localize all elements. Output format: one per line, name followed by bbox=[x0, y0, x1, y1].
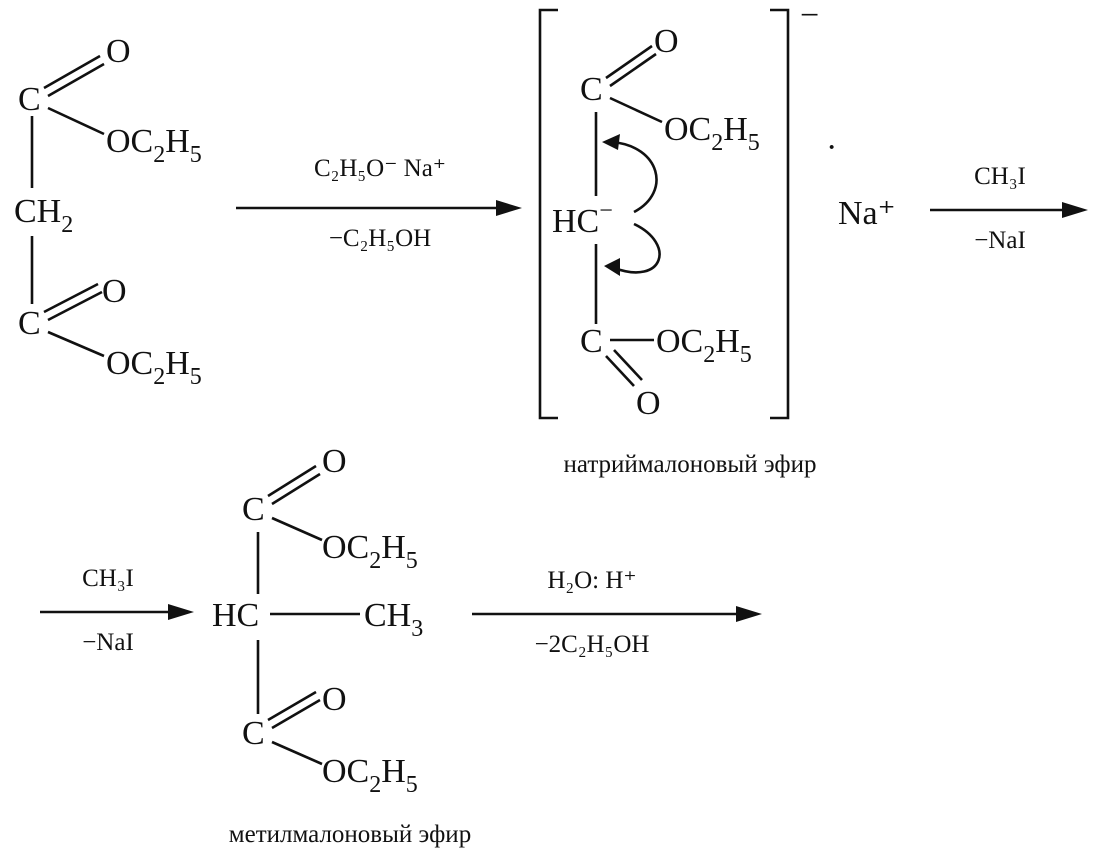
reaction-arrow-1: C₂H₅O⁻ Na⁺ −C₂H₅OH bbox=[236, 155, 522, 252]
arrow-head bbox=[168, 604, 194, 620]
double-bond bbox=[47, 62, 105, 98]
methylmalonic-ester: C O OC2H5 HC CH3 C O OC2H5 метилмалоновы… bbox=[212, 443, 471, 848]
double-bond bbox=[47, 290, 103, 322]
ethoxy-group: OC2H5 bbox=[322, 753, 418, 798]
curved-arrow-head bbox=[602, 134, 620, 150]
arrow-head bbox=[496, 200, 522, 216]
double-bond bbox=[605, 355, 635, 387]
double-bond bbox=[271, 472, 321, 506]
carbanion-center: HC− bbox=[552, 198, 613, 240]
double-bond bbox=[43, 54, 101, 90]
sodiomalonic-ester-anion: − C O OC2H5 HC− C OC2H5 O · Na⁺ натрийма… bbox=[538, 0, 896, 478]
reagent-label: CH₃I bbox=[974, 163, 1026, 190]
byproduct-label: −NaI bbox=[974, 227, 1026, 254]
atom-oxygen: O bbox=[322, 681, 347, 718]
ethoxy-group: OC2H5 bbox=[664, 111, 760, 156]
atom-oxygen: O bbox=[322, 443, 347, 480]
double-bond bbox=[267, 690, 317, 722]
ethoxy-group: OC2H5 bbox=[106, 123, 202, 168]
atom-oxygen: O bbox=[654, 23, 679, 60]
reagent-label: CH₃I bbox=[82, 565, 134, 592]
atom-carbon: C bbox=[242, 715, 265, 752]
double-bond bbox=[613, 349, 643, 381]
diethyl-malonate: C O OC2H5 CH2 C O OC2H5 bbox=[14, 33, 202, 390]
atom-carbon: C bbox=[18, 81, 41, 118]
ethoxy-group: OC2H5 bbox=[322, 529, 418, 574]
methyl-substituent: CH3 bbox=[364, 597, 423, 642]
anion-caption: натриймалоновый эфир bbox=[563, 451, 816, 478]
atom-oxygen: O bbox=[106, 33, 131, 70]
curved-arrow-head bbox=[604, 258, 620, 276]
arrow-head bbox=[736, 606, 762, 622]
single-bond bbox=[47, 106, 105, 136]
reaction-arrow-3: CH₃I −NaI bbox=[40, 565, 194, 656]
resonance-curved-arrow bbox=[611, 140, 658, 214]
double-bond bbox=[267, 464, 317, 498]
methine-center: HC bbox=[212, 597, 259, 634]
anion-charge: − bbox=[800, 0, 819, 34]
atom-carbon: C bbox=[18, 305, 41, 342]
single-bond bbox=[271, 516, 323, 542]
left-bracket bbox=[538, 8, 558, 420]
separator-dot: · bbox=[826, 129, 837, 166]
double-bond bbox=[43, 282, 99, 314]
right-bracket bbox=[770, 8, 790, 420]
single-bond bbox=[271, 740, 323, 766]
ethoxy-group: OC2H5 bbox=[656, 323, 752, 368]
atom-carbon: C bbox=[580, 323, 603, 360]
product-caption: метилмалоновый эфир bbox=[229, 821, 471, 848]
atom-carbon: C bbox=[580, 71, 603, 108]
resonance-curved-arrow bbox=[613, 222, 661, 274]
arrow-head bbox=[1062, 202, 1088, 218]
single-bond bbox=[609, 96, 663, 124]
reagent-label: H₂O: H⁺ bbox=[547, 567, 636, 594]
atom-carbon: C bbox=[242, 491, 265, 528]
atom-oxygen: O bbox=[102, 273, 127, 310]
ethoxy-group: OC2H5 bbox=[106, 345, 202, 390]
byproduct-label: −NaI bbox=[82, 629, 134, 656]
reaction-arrow-4: H₂O: H⁺ −2C₂H₅OH bbox=[472, 567, 762, 658]
byproduct-label: −C₂H₅OH bbox=[329, 225, 431, 252]
double-bond bbox=[605, 44, 653, 80]
atom-oxygen: O bbox=[636, 385, 661, 422]
double-bond bbox=[609, 52, 657, 88]
single-bond bbox=[47, 330, 105, 358]
sodium-counter-ion: Na⁺ bbox=[838, 195, 896, 232]
reaction-arrow-2: CH₃I −NaI bbox=[930, 163, 1088, 254]
double-bond bbox=[271, 698, 321, 730]
byproduct-label: −2C₂H₅OH bbox=[535, 631, 650, 658]
reagent-label: C₂H₅O⁻ Na⁺ bbox=[314, 155, 446, 182]
methylene-group: CH2 bbox=[14, 193, 73, 238]
